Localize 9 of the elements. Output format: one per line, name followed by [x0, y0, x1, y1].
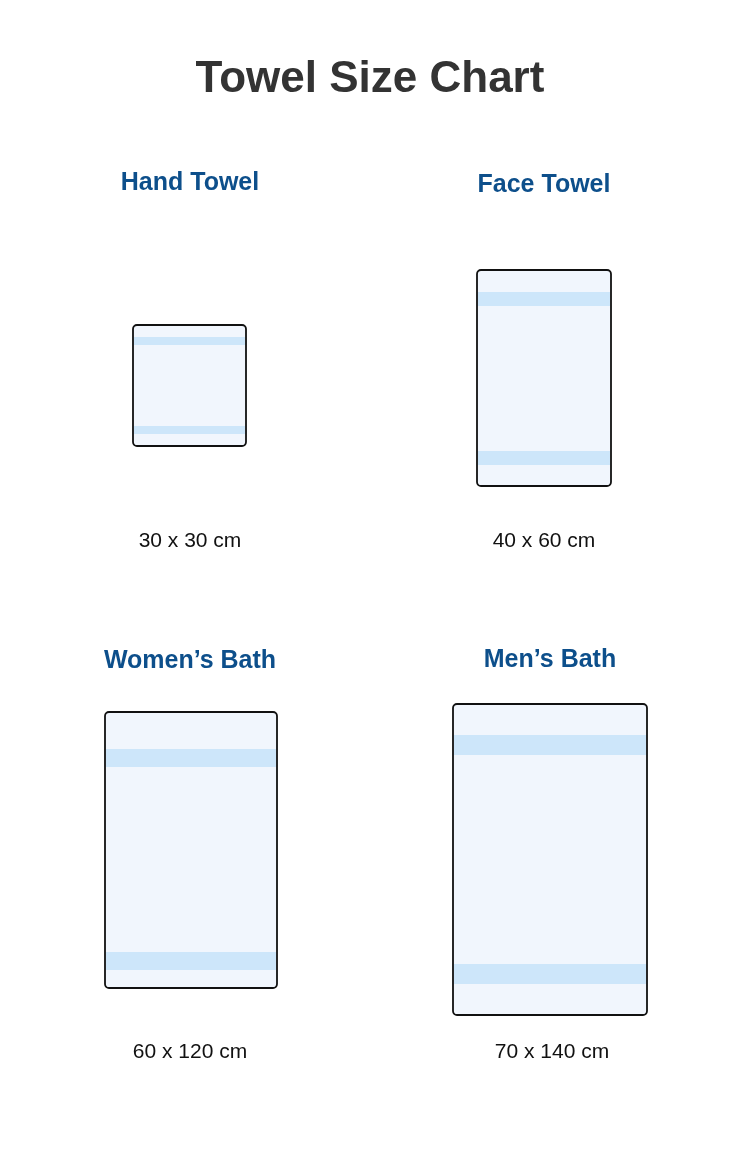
towel-name: Women’s Bath: [103, 644, 277, 674]
size-label: 60 x 120 cm: [132, 1039, 248, 1063]
towel-name: Hand Towel: [120, 166, 260, 196]
size-label: 40 x 60 cm: [492, 528, 596, 552]
towel-name: Face Towel: [477, 168, 611, 198]
size-label: 30 x 30 cm: [138, 528, 242, 552]
chart-title: Towel Size Chart: [195, 52, 545, 102]
towel-name: Men’s Bath: [483, 643, 617, 673]
size-label: 70 x 140 cm: [494, 1039, 610, 1063]
